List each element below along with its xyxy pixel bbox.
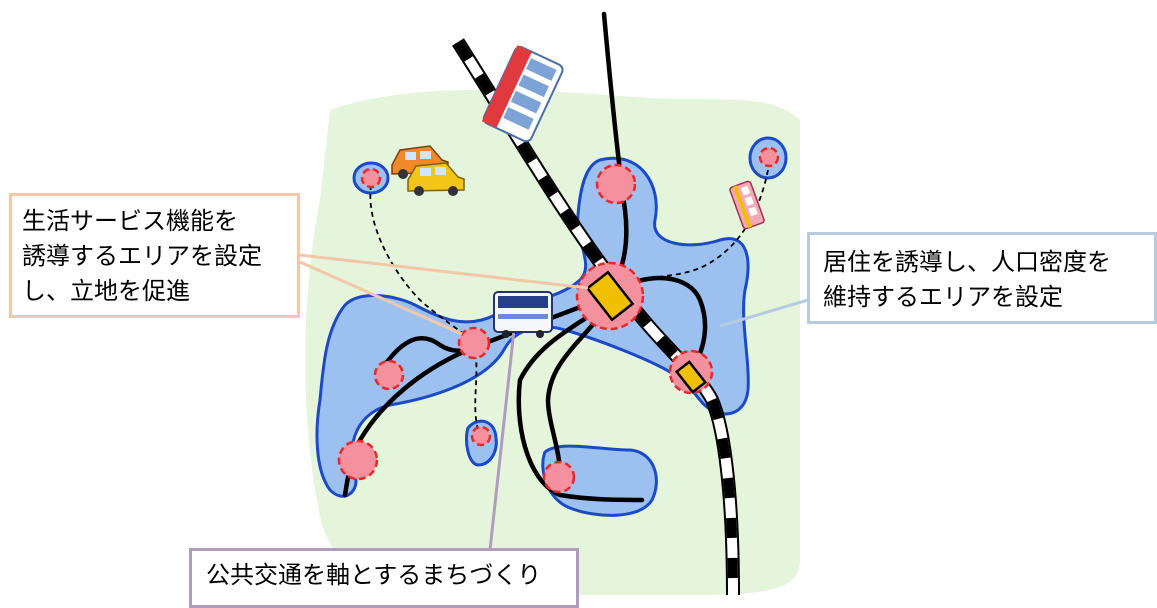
hub-nw xyxy=(360,167,382,189)
hub-ne xyxy=(758,146,780,168)
transit-line-southwest xyxy=(545,297,615,471)
service-callout-line-3: し、立地を促進 xyxy=(22,277,190,305)
transit-callout-line-1: 公共交通を軸とするまちづくり xyxy=(206,561,542,589)
dashed-path-pocket xyxy=(474,354,479,431)
service-callout-line-1: 生活サービス機能を xyxy=(22,207,238,235)
transit-callout: 公共交通を軸とするまちづくり xyxy=(189,548,579,608)
residential-callout-line-1: 居住を誘導し、人口密度を xyxy=(823,248,1111,276)
hub-pocket xyxy=(470,425,492,447)
residential-area-callout: 居住を誘導し、人口密度を 維持するエリアを設定 xyxy=(807,232,1157,324)
hub-south xyxy=(542,460,576,494)
small-bus-icon xyxy=(729,180,765,230)
service-area-callout: 生活サービス機能を 誘導するエリアを設定 し、立地を促進 xyxy=(9,193,300,318)
hub-west xyxy=(457,326,491,360)
transit-line-south xyxy=(516,297,645,503)
hub-far-west xyxy=(373,359,405,391)
dashed-path-ne xyxy=(639,169,769,281)
service-pointer-1 xyxy=(299,253,589,290)
railway-ties xyxy=(453,39,738,595)
residential-callout-line-2: 維持するエリアを設定 xyxy=(823,283,1063,311)
hub-north xyxy=(595,163,637,205)
hub-southwest xyxy=(337,439,379,481)
residential-pointer xyxy=(719,298,809,328)
cars-icon xyxy=(391,145,465,196)
station-central xyxy=(585,270,635,322)
service-pointer-2 xyxy=(299,260,463,336)
dashed-path-nw xyxy=(369,184,475,343)
service-callout-line-2: 誘導するエリアを設定 xyxy=(22,242,262,270)
transit-pointer xyxy=(488,329,516,551)
compact-city-diagram xyxy=(299,11,809,595)
station-east xyxy=(674,360,708,394)
bus-icon xyxy=(493,291,553,338)
train-icon xyxy=(481,45,564,143)
